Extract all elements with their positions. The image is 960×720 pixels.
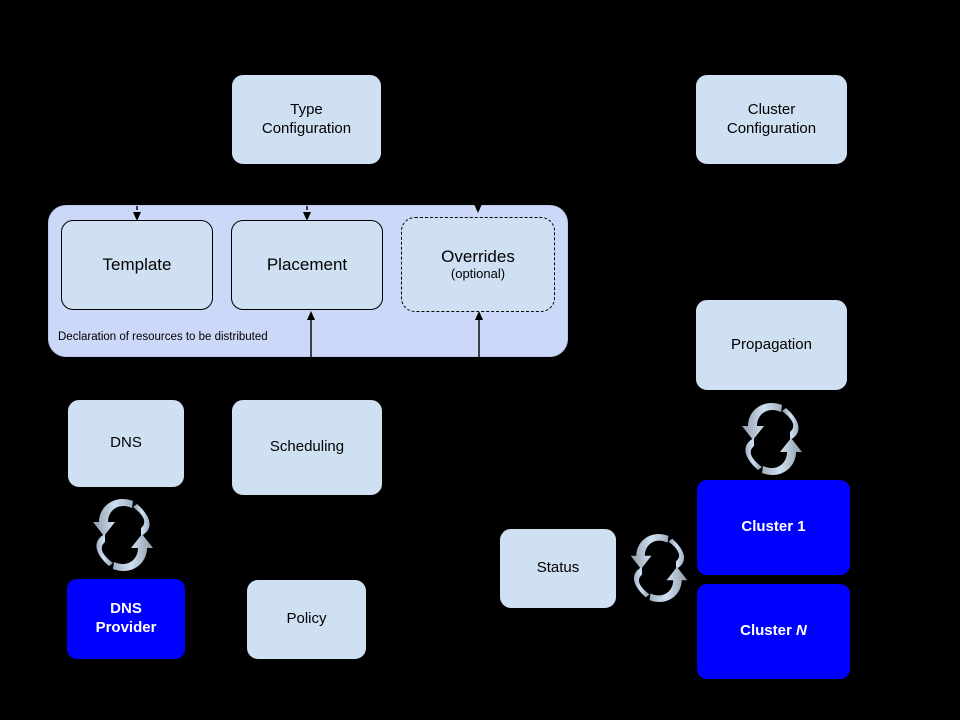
cluster-configuration-line1: Cluster: [747, 100, 796, 118]
propagation-label: Propagation: [731, 335, 812, 353]
dns-provider-line2: Provider: [95, 619, 157, 636]
node-dns[interactable]: DNS: [67, 399, 185, 488]
node-scheduling[interactable]: Scheduling: [231, 399, 383, 496]
type-configuration-line1: Type: [290, 100, 323, 118]
node-policy[interactable]: Policy: [246, 579, 367, 660]
template-label: Template: [102, 255, 172, 275]
dns-provider-line1: DNS: [110, 600, 142, 618]
sync-dns-to-dns-provider-icon: [87, 492, 159, 578]
node-cluster-1[interactable]: Cluster 1: [697, 480, 850, 575]
sync-propagation-to-cluster-icon: [736, 396, 808, 482]
overrides-label: Overrides: [441, 246, 515, 266]
node-dns-provider[interactable]: DNS Provider: [67, 579, 185, 659]
placement-label: Placement: [266, 255, 348, 275]
status-label: Status: [536, 559, 580, 577]
overrides-sublabel: (optional): [450, 266, 506, 282]
node-template[interactable]: Template: [61, 220, 213, 310]
node-type-configuration[interactable]: Type Configuration: [231, 74, 382, 165]
cluster-n-label: Cluster N: [740, 622, 807, 640]
node-status[interactable]: Status: [499, 528, 617, 609]
group-caption-label: Declaration of resources to be distribut…: [58, 331, 268, 343]
dns-label: DNS: [110, 434, 142, 452]
scheduling-label: Scheduling: [269, 438, 345, 456]
node-cluster-configuration[interactable]: Cluster Configuration: [695, 74, 848, 165]
sync-status-to-cluster-icon: [625, 525, 693, 611]
type-configuration-line2: Configuration: [261, 119, 352, 137]
node-placement[interactable]: Placement: [231, 220, 383, 310]
cluster-1-label: Cluster 1: [741, 518, 806, 536]
node-propagation[interactable]: Propagation: [695, 299, 848, 391]
node-overrides[interactable]: Overrides (optional): [401, 217, 555, 312]
cluster-configuration-line2: Configuration: [726, 119, 817, 137]
policy-label: Policy: [286, 610, 327, 628]
node-cluster-n[interactable]: Cluster N: [697, 584, 850, 679]
